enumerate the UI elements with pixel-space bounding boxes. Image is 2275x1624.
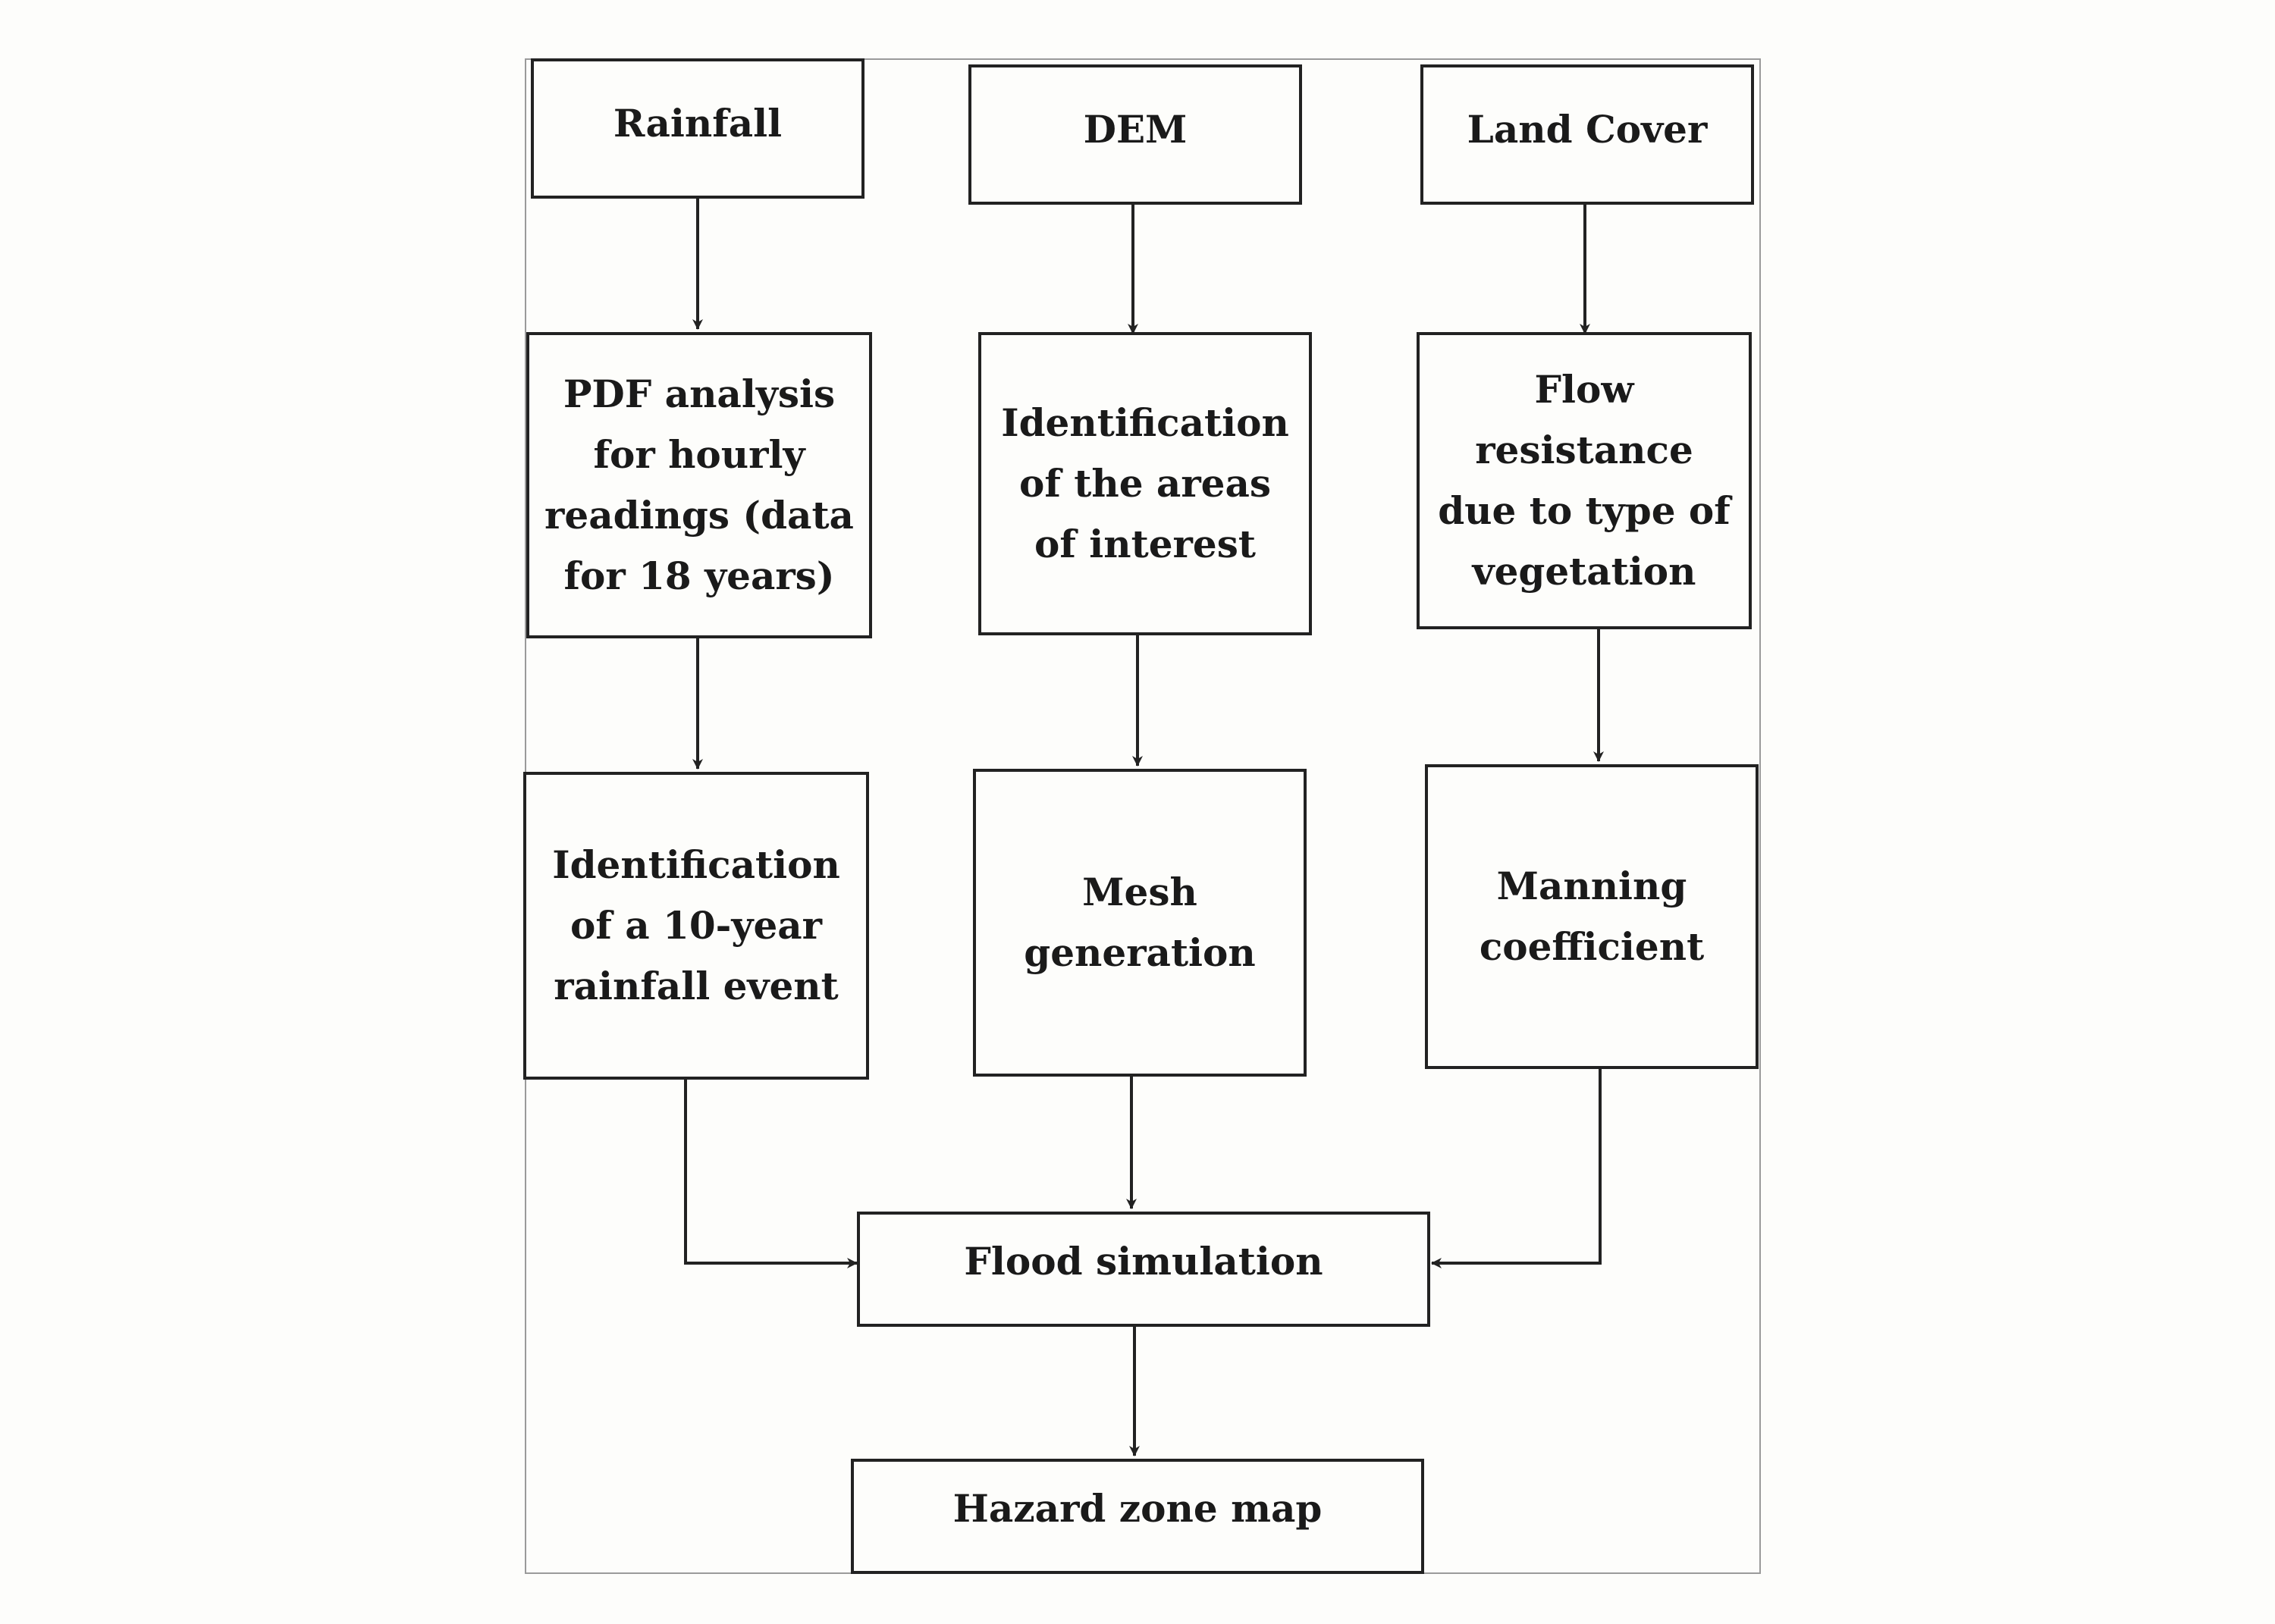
node-rainfall-label: Rainfall	[613, 101, 783, 146]
node-land-cover: Land Cover	[1420, 64, 1754, 205]
node-identification-areas: Identification of the areas of interest	[978, 332, 1312, 635]
node-identification-areas-label: Identification of the areas of interest	[1001, 400, 1289, 566]
node-pdf-analysis: PDF analysis for hourly readings (data f…	[526, 332, 872, 638]
edge-identification-event-to-flood-simulation	[684, 1077, 858, 1268]
node-flood-simulation-label: Flood simulation	[964, 1239, 1323, 1284]
node-flood-simulation: Flood simulation	[857, 1212, 1430, 1327]
node-identification-event: Identification of a 10-year rainfall eve…	[523, 772, 869, 1080]
node-flow-resistance-label: Flow resistance due to type of vegetatio…	[1438, 367, 1731, 594]
node-dem-label: DEM	[1083, 107, 1188, 152]
node-hazard-zone-map: Hazard zone map	[851, 1459, 1424, 1574]
node-mesh-generation-label: Mesh generation	[1024, 870, 1256, 975]
node-dem: DEM	[968, 64, 1302, 205]
node-mesh-generation: Mesh generation	[973, 769, 1307, 1077]
node-land-cover-label: Land Cover	[1467, 107, 1708, 152]
node-hazard-zone-map-label: Hazard zone map	[952, 1486, 1323, 1531]
node-pdf-analysis-label: PDF analysis for hourly readings (data f…	[544, 372, 854, 598]
edge-manning-coefficient-to-flood-simulation	[1431, 1069, 1602, 1268]
node-flow-resistance: Flow resistance due to type of vegetatio…	[1417, 332, 1752, 629]
node-manning-coefficient: Manning coefficient	[1425, 764, 1759, 1069]
node-rainfall: Rainfall	[531, 58, 864, 199]
node-manning-coefficient-label: Manning coefficient	[1479, 864, 1705, 969]
node-identification-event-label: Identification of a 10-year rainfall eve…	[552, 842, 840, 1008]
